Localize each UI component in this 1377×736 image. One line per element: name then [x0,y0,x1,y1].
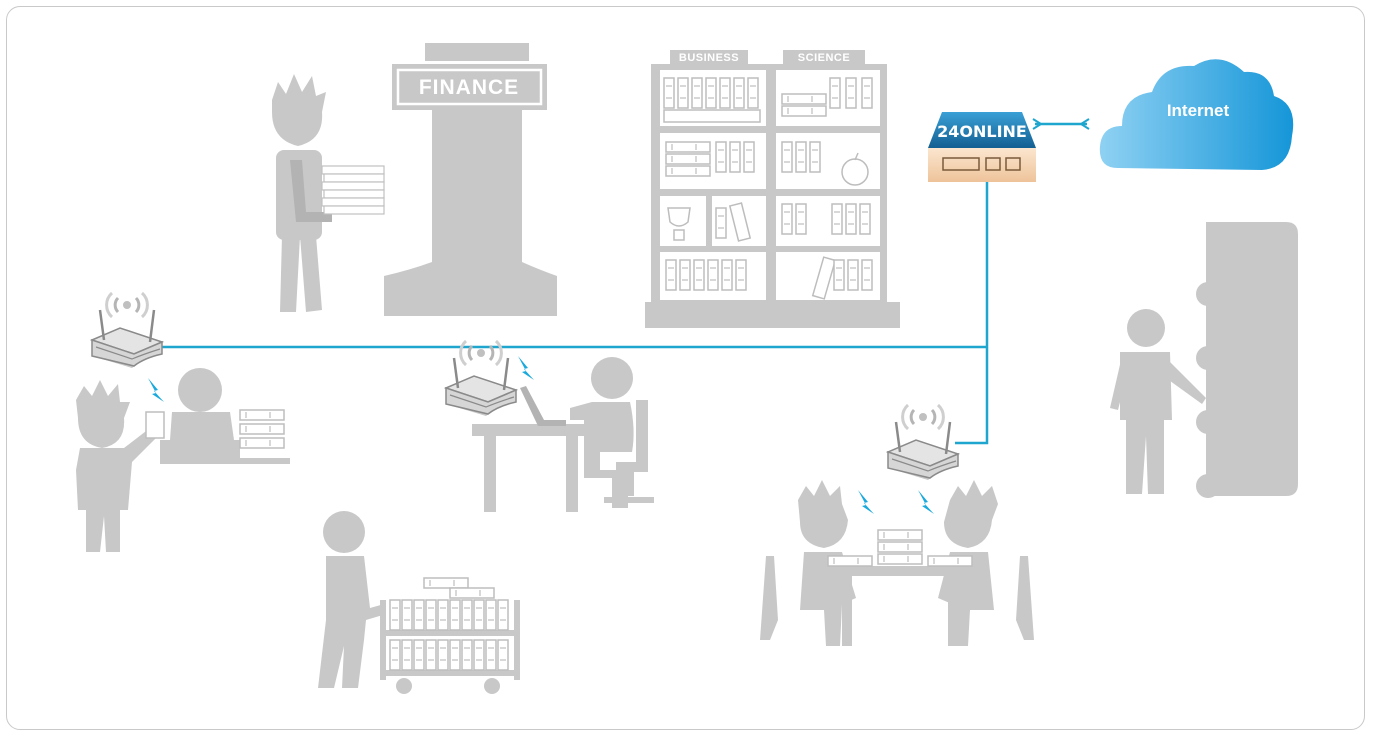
cloud-icon: Internet [1099,59,1294,171]
wifi-router-icon-left [90,291,164,370]
person-carrying-papers [272,74,385,312]
person-with-book-cart [318,511,520,694]
person-with-laptop [472,357,654,512]
person-borrowing-book [76,380,165,552]
lightning-bolt-icon [918,490,934,514]
study-table-group [760,480,1034,646]
finance-label: FINANCE [419,76,519,99]
brand-label: 24ONLINE [937,122,1027,141]
bookshelf: BUSINESS SCIENCE [645,50,900,328]
wifi-router-icon-right [886,403,960,482]
network-lines [160,118,1090,445]
lightning-bolt-icon [858,490,874,514]
librarian-desk [160,368,290,464]
gateway-appliance: 24ONLINE [928,112,1036,182]
business-label: BUSINESS [679,52,739,64]
wifi-router-icon-center [444,339,518,418]
finance-pillar: FINANCE [384,43,557,316]
lightning-bolt-icon [518,356,534,380]
lightning-bolt-icon [148,378,164,402]
science-label: SCIENCE [798,52,850,64]
person-at-wall [1110,222,1298,498]
internet-label: Internet [1167,101,1230,120]
